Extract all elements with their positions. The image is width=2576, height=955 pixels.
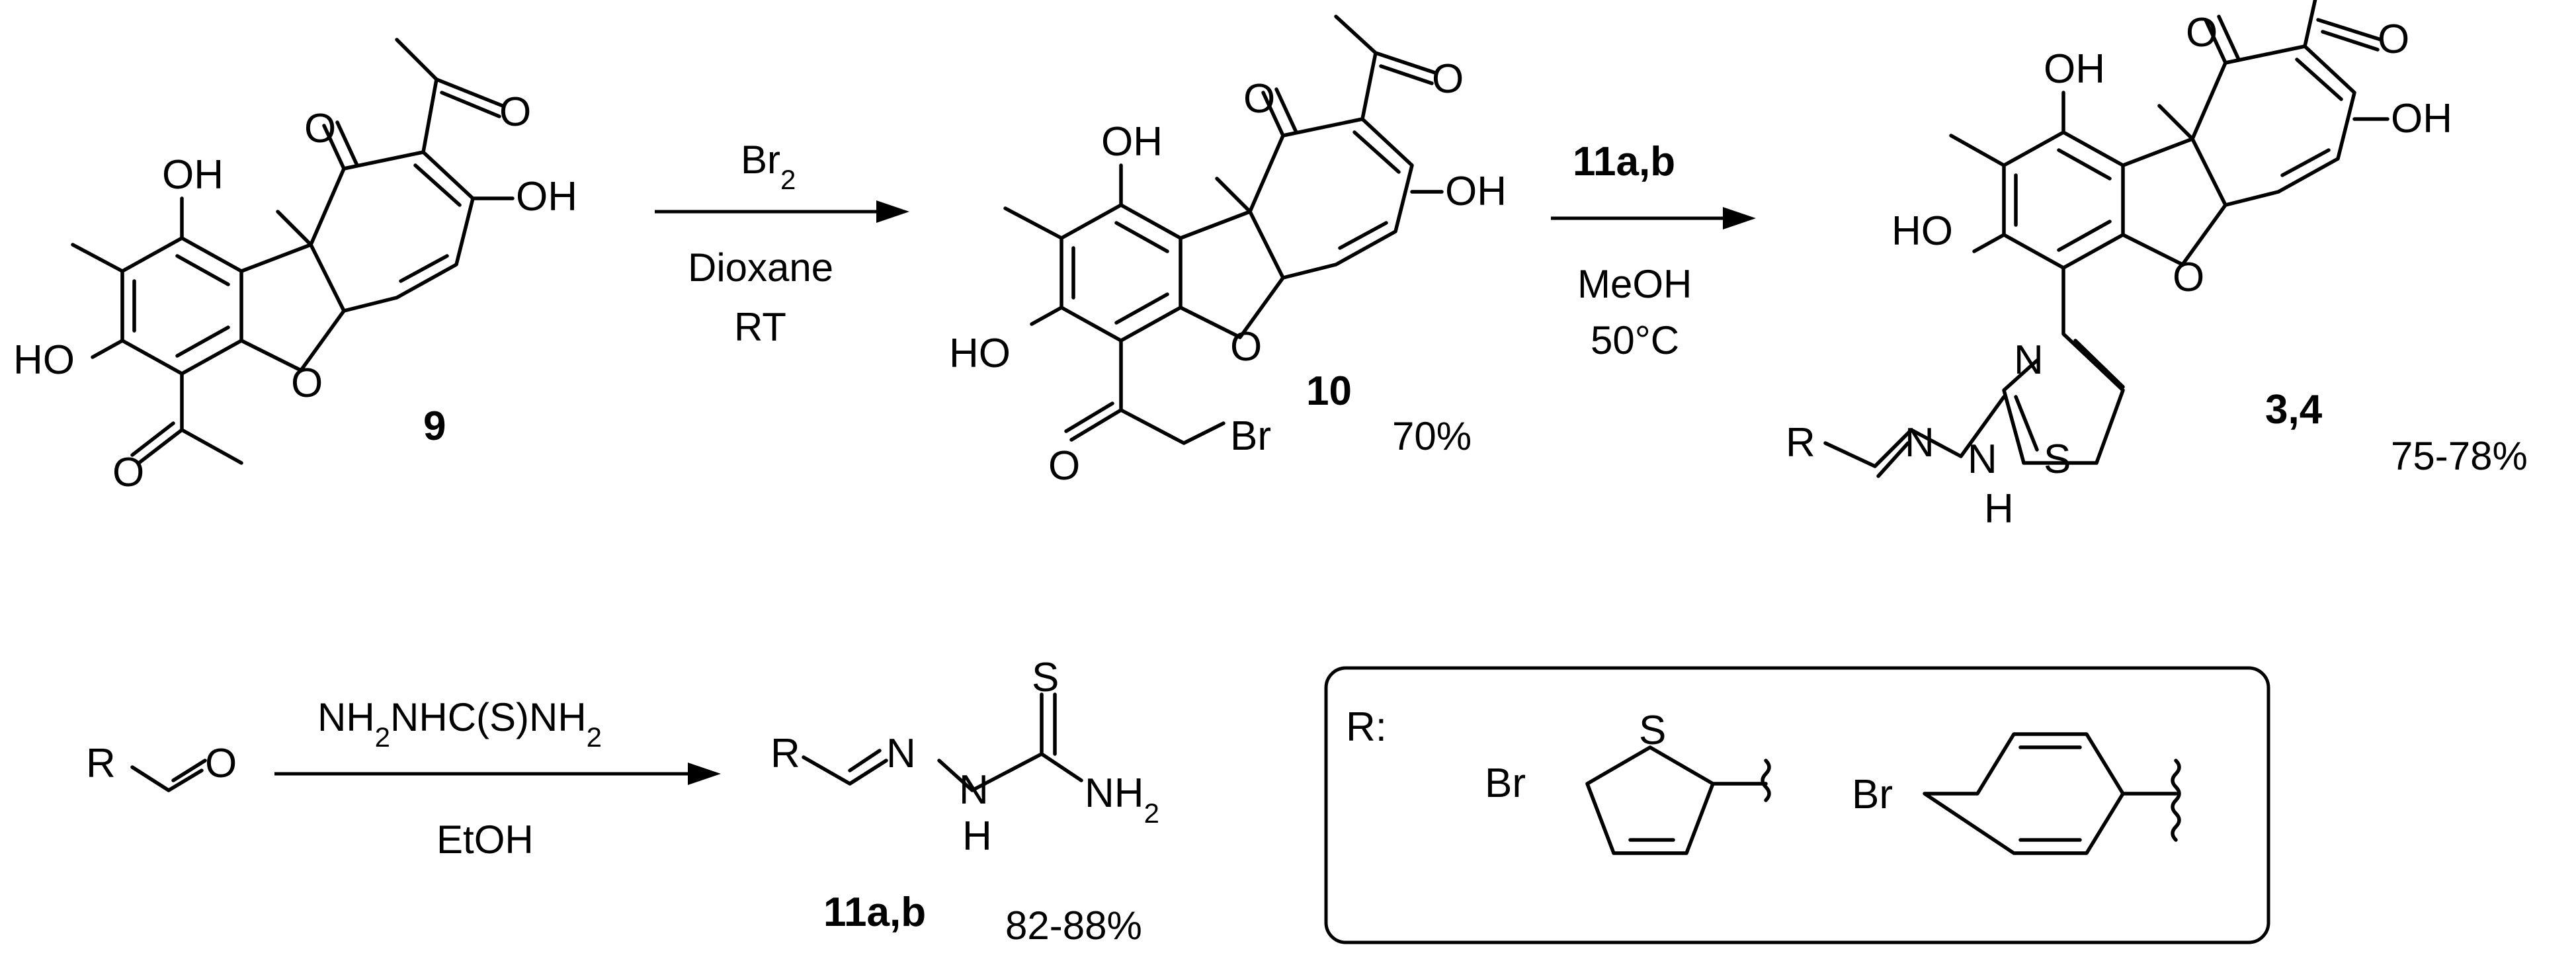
atom-o: O — [1230, 324, 1262, 370]
yield-10: 70% — [1392, 414, 1472, 458]
compound-label-10: 10 — [1306, 368, 1352, 414]
atom-n: N — [1968, 436, 1997, 482]
atom-oh: OH — [1445, 169, 1507, 214]
atom-n: N — [959, 767, 989, 813]
atom-r: R — [86, 741, 116, 786]
atom-ho: HO — [13, 337, 75, 383]
atom-ho: HO — [949, 331, 1011, 376]
atom-s: S — [2044, 436, 2071, 482]
atom-ho: HO — [1891, 208, 1953, 254]
atom-h: H — [962, 813, 992, 859]
atom-o: O — [291, 360, 323, 406]
condition-rt: RT — [734, 305, 786, 349]
atom-o: O — [112, 450, 144, 495]
atom-o: O — [304, 106, 336, 151]
aldehyde: R O — [86, 741, 237, 792]
atom-o: O — [1048, 443, 1080, 489]
atom-r: R — [770, 731, 800, 776]
atom-oh: OH — [516, 174, 577, 220]
compound-label-11ab: 11a,b — [823, 890, 926, 935]
r-label: R: — [1346, 704, 1387, 750]
atom-o: O — [1243, 76, 1275, 122]
compound-10: OH OH HO O O O O Br 10 70% — [949, 15, 1507, 489]
yield-3-4: 75-78% — [2391, 434, 2528, 478]
r-group-box: R: Br S Br — [1324, 666, 2270, 944]
atom-s: S — [1032, 655, 1059, 700]
solvent-dioxane: Dioxane — [688, 245, 833, 290]
compound-label-3-4: 3,4 — [2265, 387, 2323, 433]
atom-o: O — [1432, 56, 1464, 102]
reagent-thiosemicarbazide: NH2NHC(S)NH2 — [317, 695, 602, 753]
atom-oh: OH — [1101, 119, 1163, 165]
atom-o: O — [2186, 10, 2218, 56]
atom-o: O — [499, 89, 531, 135]
reaction-arrow-2: 11a,b MeOH 50°C — [1551, 139, 1756, 362]
reaction-arrow-3: NH2NHC(S)NH2 EtOH — [274, 695, 721, 862]
condition-50c: 50°C — [1591, 318, 1679, 362]
atom-o: O — [205, 741, 237, 786]
reaction-arrow-1: Br2 Dioxane RT — [655, 138, 909, 349]
atom-nh2: NH2 — [1085, 770, 1159, 829]
compound-3-4: OH OH HO O O O N S R N N H 3,4 75-78% — [1786, 0, 2528, 532]
atom-s: S — [1639, 708, 1666, 753]
compound-11ab: R N N H S NH2 11a,b 82-88% — [770, 655, 1159, 948]
atom-o: O — [2378, 17, 2409, 62]
atom-br: Br — [1230, 413, 1271, 459]
atom-oh: OH — [162, 152, 224, 198]
reagent-11ab: 11a,b — [1573, 139, 1675, 185]
compound-9: OH OH HO O O O O 9 — [13, 38, 577, 495]
solvent-meoh: MeOH — [1577, 262, 1692, 306]
reagent-br2: Br2 — [741, 138, 796, 195]
atom-n: N — [886, 731, 916, 776]
atom-n: N — [1905, 420, 1934, 466]
atom-br: Br — [1852, 772, 1893, 817]
atom-h: H — [1984, 486, 2014, 532]
atom-br: Br — [1485, 761, 1526, 806]
atom-o: O — [2173, 255, 2204, 300]
atom-oh: OH — [2391, 96, 2452, 142]
atom-r: R — [1786, 420, 1815, 466]
yield-11ab: 82-88% — [1005, 903, 1142, 948]
atom-oh: OH — [2044, 46, 2105, 92]
compound-label-9: 9 — [423, 403, 446, 449]
solvent-etoh: EtOH — [436, 817, 534, 862]
atom-n: N — [2014, 337, 2044, 383]
